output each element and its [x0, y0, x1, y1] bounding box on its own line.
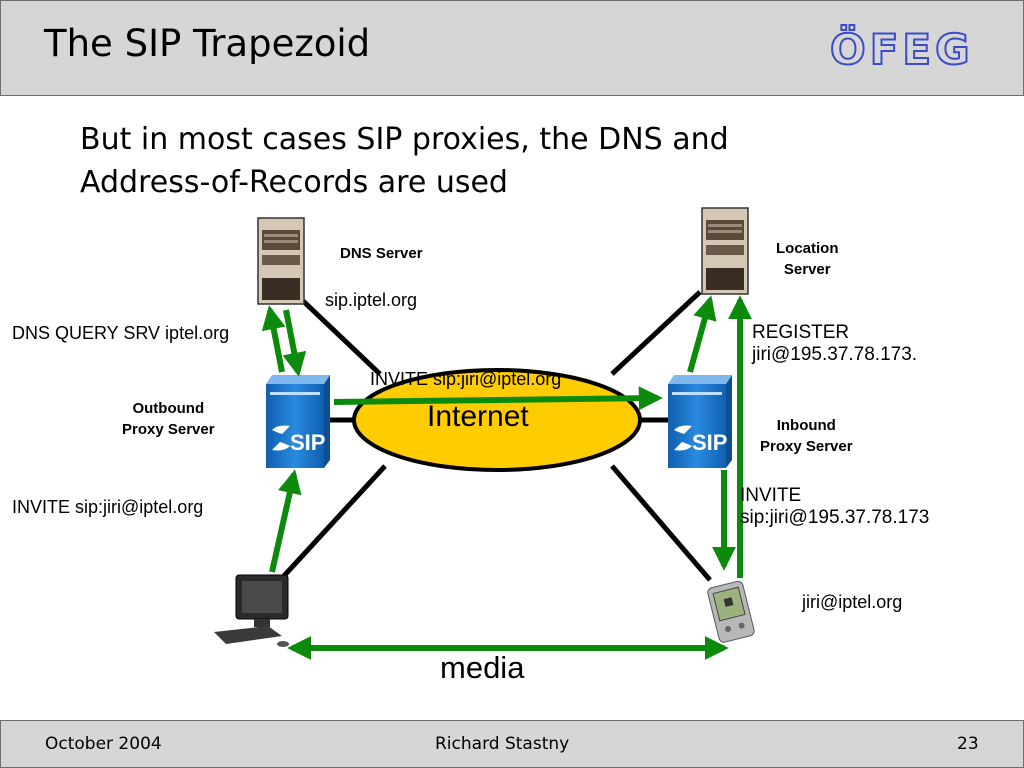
dns-server-icon [257, 217, 305, 305]
location-server-icon [701, 207, 749, 295]
arrow-invite-proxy-to-proxy [333, 386, 663, 411]
invite-proxy-label: INVITE sip:jiri@iptel.org [370, 369, 562, 389]
register-label-line-2: jiri@195.37.78.173. [752, 344, 918, 365]
footer-author: Richard Stastny [435, 734, 570, 754]
media-label: media [440, 650, 525, 685]
register-label-line-1: REGISTER [752, 322, 850, 343]
invite-callee-label: INVITE sip:jiri@195.37.78.173 [740, 485, 929, 529]
dns-query-label: DNS QUERY SRV iptel.org [12, 323, 230, 343]
outbound-sip-badge: SIP [290, 430, 325, 455]
inbound-proxy-label-line-1: Inbound [776, 417, 836, 434]
slide-subtitle: But in most cases SIP proxies, the DNS a… [80, 118, 880, 204]
location-server-label-line-1: Location [776, 240, 839, 257]
internet-label: Internet [427, 400, 529, 433]
outbound-proxy-label-line-2: Proxy Server [122, 421, 215, 438]
message-arrows [261, 295, 752, 660]
slide-title: The SIP Trapezoid [44, 22, 371, 65]
footer-page-number: 23 [957, 734, 979, 754]
caller-computer-icon [214, 574, 289, 647]
location-server-label: Location Server [776, 238, 839, 280]
invite-callee-label-line-1: INVITE [740, 485, 802, 506]
invite-callee-label-line-2: sip:jiri@195.37.78.173 [740, 507, 930, 528]
outbound-sip-proxy-icon: SIP [266, 375, 330, 468]
dns-domain-label: sip.iptel.org [325, 290, 418, 310]
callee-pda-icon [707, 580, 755, 643]
outbound-proxy-label: Outbound Proxy Server [122, 398, 215, 440]
connector-lines [280, 290, 712, 582]
arrow-invite-from-caller [269, 469, 302, 573]
line-location-internet [610, 290, 702, 376]
register-label: REGISTER jiri@195.37.78.173. [752, 322, 917, 366]
inbound-proxy-label-line-2: Proxy Server [760, 438, 853, 455]
arrow-dns-response [282, 309, 307, 377]
slide-header [0, 0, 1024, 96]
line-internet-callee [610, 464, 712, 582]
arrow-dns-query [261, 305, 286, 373]
line-dns-internet [298, 296, 382, 376]
footer-date: October 2004 [45, 734, 162, 754]
svg-text:ÖFEG: ÖFEG [830, 24, 974, 72]
invite-caller-label: INVITE sip:jiri@iptel.org [12, 497, 204, 517]
subtitle-line-1: But in most cases SIP proxies, the DNS a… [80, 122, 729, 157]
inbound-proxy-label: Inbound Proxy Server [760, 415, 853, 457]
outbound-proxy-label-line-1: Outbound [132, 400, 205, 417]
subtitle-line-2: Address-of-Records are used [80, 165, 508, 200]
inbound-sip-badge: SIP [692, 430, 727, 455]
dns-server-label: DNS Server [340, 245, 423, 262]
slide-footer: October 2004 Richard Stastny 23 [0, 720, 1024, 768]
line-internet-caller [280, 464, 387, 580]
inbound-sip-proxy-icon: SIP [668, 375, 732, 468]
internet-cloud [352, 368, 642, 472]
ofeg-logo: ÖFEG [829, 23, 974, 72]
callee-address-label: jiri@iptel.org [802, 592, 903, 612]
arrow-location-query [687, 295, 717, 373]
location-server-label-line-2: Server [783, 261, 831, 278]
